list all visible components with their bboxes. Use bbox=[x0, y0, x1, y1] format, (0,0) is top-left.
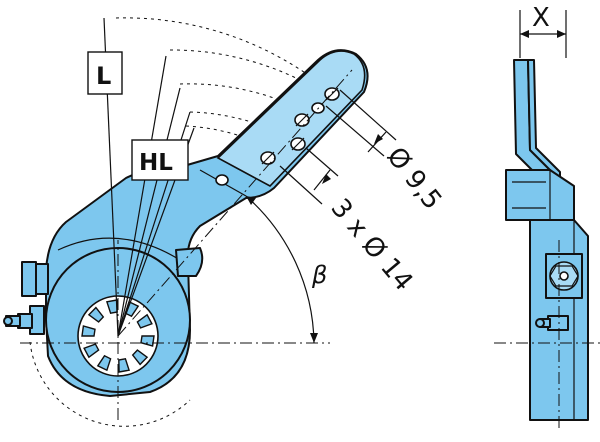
side-nut bbox=[545, 253, 583, 299]
side-view: X bbox=[494, 3, 600, 430]
spline-tooth bbox=[87, 306, 105, 323]
side-grease-nipple bbox=[535, 315, 569, 331]
right-lug bbox=[175, 247, 204, 277]
side-body bbox=[505, 169, 575, 221]
hole-set-label: 3 x Ø 14 bbox=[325, 193, 419, 297]
single-hole-label: Ø 9,5 bbox=[380, 142, 447, 216]
front-view: β L HL Ø 9,5 3 x Ø 14 bbox=[3, 17, 447, 427]
hole-dimension-lines bbox=[279, 89, 397, 205]
arm-length-label: L bbox=[96, 62, 111, 90]
width-label: X bbox=[532, 3, 550, 33]
spline-tooth bbox=[140, 335, 155, 347]
spline-tooth bbox=[96, 354, 112, 372]
arm-length-box bbox=[87, 51, 123, 95]
spline-tooth bbox=[136, 313, 153, 329]
spline-tooth bbox=[118, 358, 131, 373]
arm-upper-face bbox=[216, 50, 366, 187]
hole-line-label: HL bbox=[139, 150, 173, 176]
angle-label: β bbox=[311, 261, 327, 289]
worm-boss bbox=[3, 261, 49, 335]
hole-line-box bbox=[131, 139, 189, 181]
small-hole bbox=[215, 174, 229, 186]
spline-tooth bbox=[81, 325, 96, 337]
angle-arc bbox=[245, 195, 315, 344]
spline-tooth bbox=[131, 349, 149, 366]
spline-tooth bbox=[83, 343, 100, 359]
